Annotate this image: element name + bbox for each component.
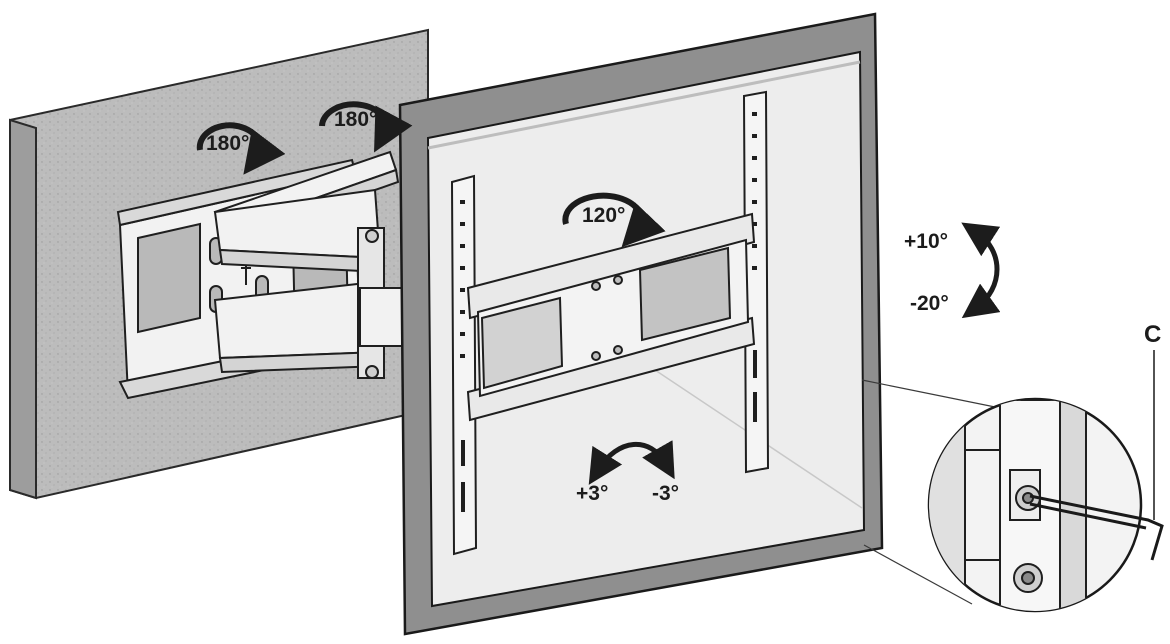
rotation-arrow-icon — [196, 122, 286, 175]
hex-key-icon — [1029, 494, 1164, 561]
rotation-arrow-icon — [319, 101, 413, 153]
rotation-arrow-icon — [562, 192, 666, 248]
level-right-label: -3° — [652, 482, 679, 505]
tilt-arrow-icon — [961, 222, 1001, 319]
articulating-arms — [213, 150, 441, 379]
tilt-down-label: -20° — [910, 292, 949, 315]
callout-label: C — [1144, 321, 1161, 348]
plate-swivel-label: 120° — [582, 204, 625, 227]
tv-plate — [466, 212, 756, 422]
tilt-up-label: +10° — [904, 230, 948, 253]
level-arrow-icon — [588, 440, 675, 485]
level-left-label: +3° — [576, 482, 608, 505]
wall-pivot-label: 180° — [206, 132, 249, 155]
detail-lens — [927, 397, 1143, 613]
arm-pivot-label: 180° — [334, 108, 377, 131]
callout-lines — [861, 379, 1001, 605]
